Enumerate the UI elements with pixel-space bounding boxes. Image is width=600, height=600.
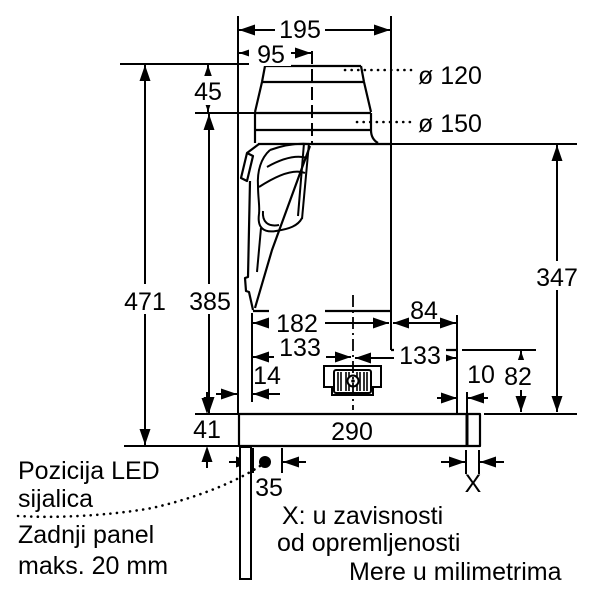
- diameter-120-label: ø 120: [418, 62, 482, 90]
- dim-x-label: X: [465, 470, 482, 498]
- label-backgrounds: [119, 14, 583, 444]
- dim-35-label: 35: [255, 474, 283, 502]
- leader-lines: [16, 68, 413, 519]
- note-rear-panel-line2: maks. 20 mm: [18, 552, 168, 580]
- dimension-labels: 195 95 45 471 385 347 84 182 133 133 14 …: [124, 16, 578, 502]
- dim-95-label: 95: [257, 41, 285, 69]
- annotations: Pozicija LED sijalica Zadnji panel maks.…: [18, 457, 562, 586]
- dim-10-label: 10: [467, 361, 495, 389]
- dim-133-left-label: 133: [279, 334, 321, 362]
- non-return-flap: [256, 142, 310, 273]
- dim-290-label: 290: [331, 418, 373, 446]
- note-led-position-line2: sijalica: [18, 485, 93, 513]
- dim-82-label: 82: [504, 363, 532, 391]
- note-led-position-line1: Pozicija LED: [18, 457, 160, 485]
- dim-471-label: 471: [124, 288, 166, 316]
- rear-panel: [239, 446, 252, 580]
- dim-347-label: 347: [536, 264, 578, 292]
- dim-41-label: 41: [193, 416, 221, 444]
- note-rear-panel-line1: Zadnji panel: [18, 521, 154, 549]
- dim-385-label: 385: [189, 288, 231, 316]
- dim-45-label: 45: [194, 78, 222, 106]
- diameter-150-label: ø 150: [418, 110, 482, 138]
- note-x-meaning-line2: od opremljenosti: [277, 529, 460, 557]
- dim-84-label: 84: [410, 297, 438, 325]
- dim-133-right-label: 133: [399, 342, 441, 370]
- note-units: Mere u milimetrima: [349, 558, 562, 586]
- dim-195-label: 195: [279, 16, 321, 44]
- dim-14-label: 14: [253, 362, 281, 390]
- extension-lines: [120, 16, 577, 474]
- mounting-tab: [239, 151, 255, 183]
- leader-led: [16, 464, 262, 519]
- dim-182-label: 182: [276, 310, 318, 338]
- note-x-meaning-line1: X: u zavisnosti: [282, 502, 443, 530]
- mounting-bracket-symbol: [323, 295, 382, 410]
- led-position-dot: [259, 456, 271, 468]
